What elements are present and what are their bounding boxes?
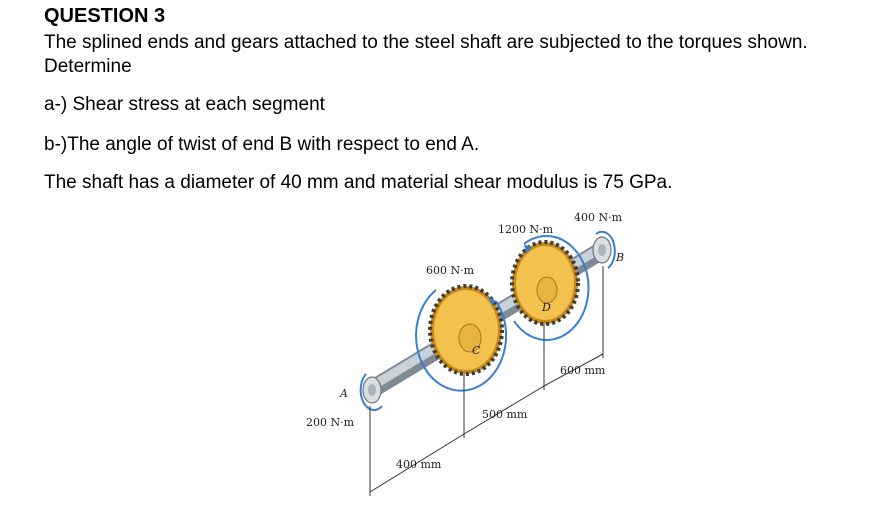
- torque-label-end-a: 200 N·m: [306, 416, 355, 429]
- gear-c: [428, 284, 504, 376]
- point-label-b: B: [615, 251, 624, 264]
- question-title: QUESTION 3: [44, 5, 166, 27]
- torque-label-gear-d: 1200 N·m: [498, 223, 554, 236]
- torque-arrow-a: [359, 373, 383, 411]
- part-b-text: b-)The angle of twist of end B with resp…: [44, 134, 480, 155]
- point-label-c: C: [472, 344, 481, 357]
- shaft-figure: 400 N·m 1200 N·m 600 N·m 200 N·m A B C D…: [306, 211, 624, 496]
- given-data-text: The shaft has a diameter of 40 mm and ma…: [44, 172, 673, 193]
- dimension-label-ac: 400 mm: [396, 458, 442, 471]
- torque-label-end-b: 400 N·m: [574, 211, 623, 224]
- spline-end-a: [362, 376, 382, 404]
- dimension-lines: [369, 266, 604, 496]
- torque-arrow-b: [595, 230, 616, 269]
- point-label-d: D: [541, 301, 551, 314]
- gear-d: [510, 240, 580, 326]
- point-label-a: A: [339, 387, 348, 400]
- torque-arrow-c: [415, 289, 508, 392]
- torque-arrow-d: [513, 234, 590, 341]
- dimension-label-db: 600 mm: [560, 364, 606, 377]
- question-intro: The splined ends and gears attached to t…: [44, 32, 808, 77]
- dimension-label-cd: 500 mm: [482, 408, 528, 421]
- part-a-text: a-) Shear stress at each segment: [44, 94, 325, 115]
- spline-end-b: [592, 236, 612, 264]
- torque-label-gear-c: 600 N·m: [426, 264, 475, 277]
